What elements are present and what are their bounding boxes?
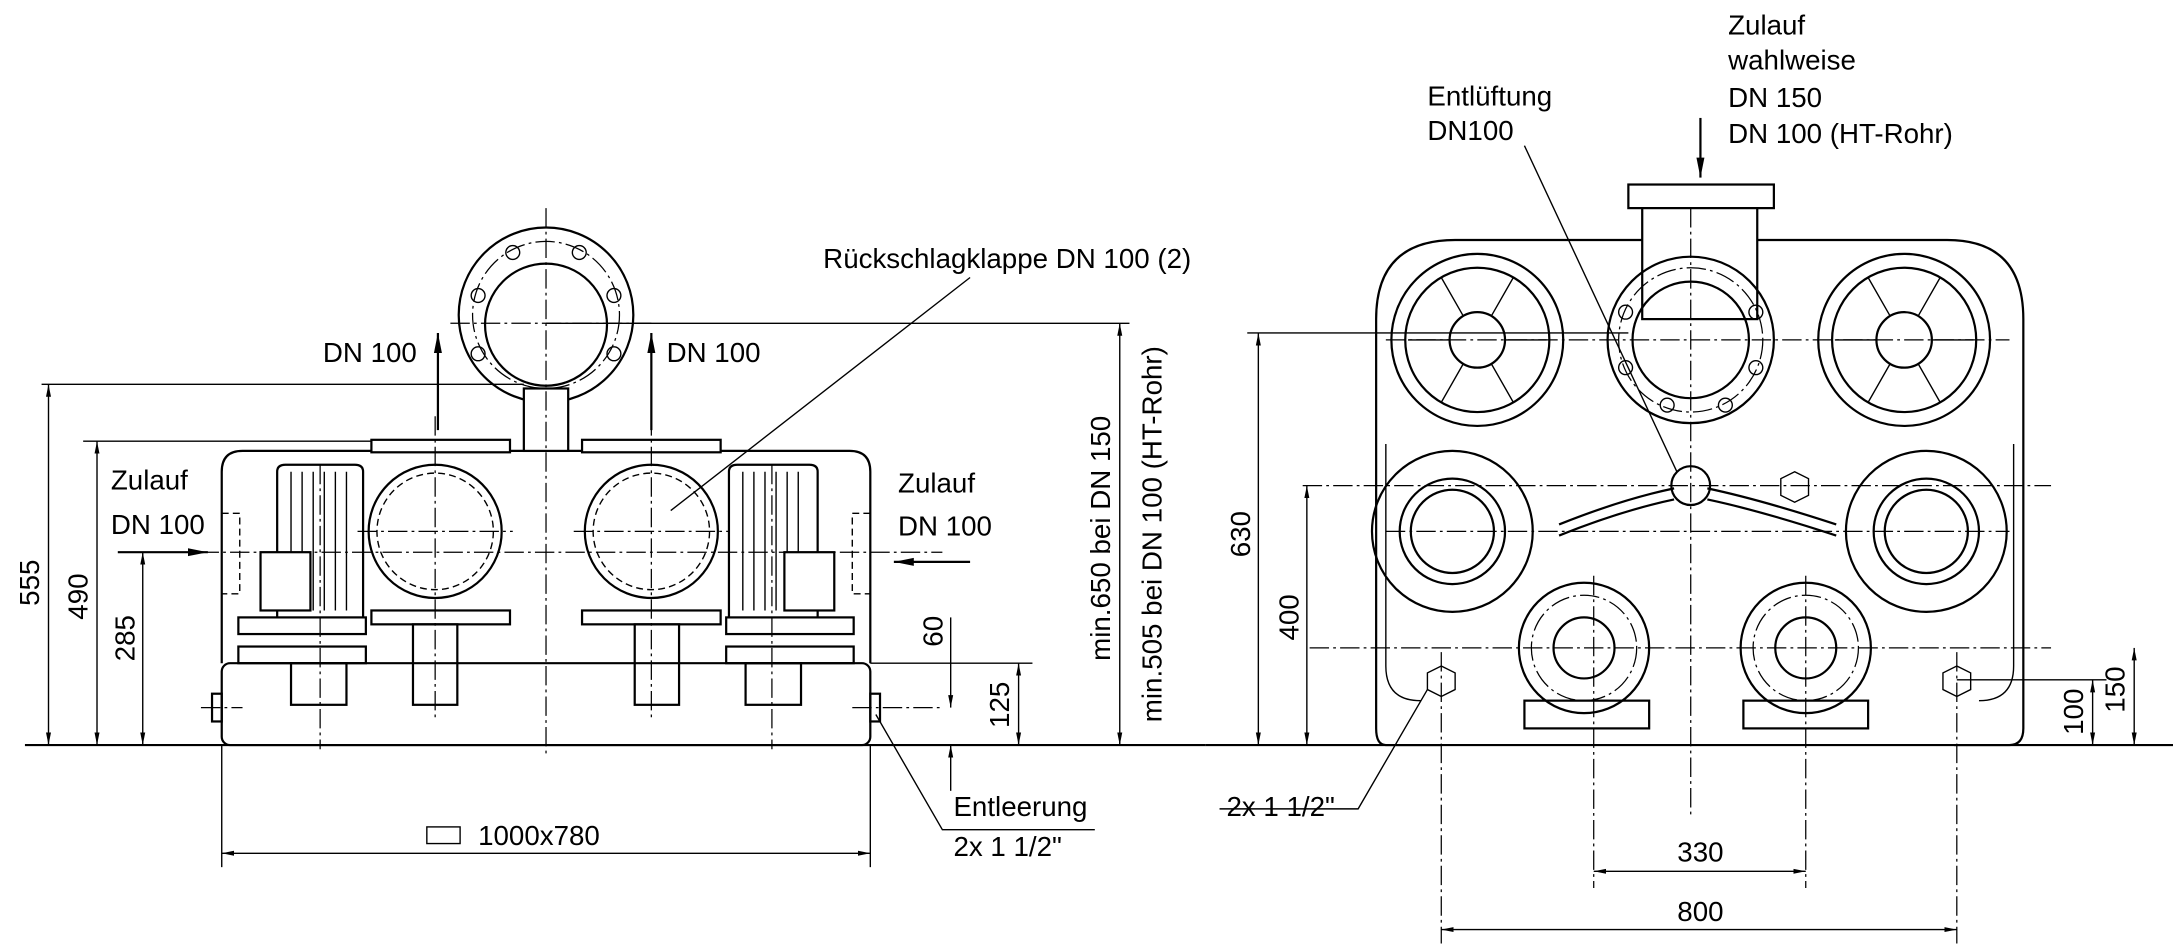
drain-title: Entleerung — [953, 791, 1087, 822]
footprint-label: 1000x780 — [478, 820, 600, 851]
vent-title: Entlüftung — [1427, 80, 1552, 111]
front-dimensions — [41, 276, 1130, 868]
inlet-size-2: DN 100 (HT-Rohr) — [1728, 118, 1953, 149]
front-view: Rückschlagklappe DN 100 (2) DN 100 DN 10… — [14, 208, 1206, 868]
inlet-size-1: DN 150 — [1728, 82, 1822, 113]
inlet-title: Zulauf — [1728, 10, 1805, 41]
inlet-right-size: DN 100 — [898, 511, 992, 542]
dim-330: 330 — [1677, 837, 1723, 868]
dim-630: 630 — [1225, 511, 1256, 557]
side-view: Zulauf wahlweise DN 150 DN 100 (HT-Rohr)… — [1205, 10, 2173, 944]
outlet-right-label: DN 100 — [667, 337, 761, 368]
inlet-left-title: Zulauf — [111, 465, 188, 496]
dim-100: 100 — [2058, 689, 2089, 735]
dim-400: 400 — [1274, 594, 1305, 640]
top-tanks — [1385, 252, 2010, 428]
dim-60: 60 — [917, 616, 948, 647]
check-valve-label: Rückschlagklappe DN 100 (2) — [823, 243, 1191, 274]
inlet-left-size: DN 100 — [111, 509, 205, 540]
vent-size: DN100 — [1427, 115, 1513, 146]
pump-motor-left — [237, 463, 367, 750]
pump-motor-right — [725, 463, 855, 750]
outlet-flange — [450, 208, 652, 757]
dim-800: 800 — [1677, 896, 1723, 927]
inlet-right-title: Zulauf — [898, 468, 975, 499]
dim-555: 555 — [14, 560, 45, 606]
check-valve-right — [573, 416, 729, 722]
inlet-option: wahlweise — [1727, 44, 1856, 75]
pressure-flanges — [1309, 208, 2052, 888]
inlet-flange — [1627, 183, 1775, 210]
drain-size: 2x 1 1/2" — [953, 831, 1061, 862]
dim-150: 150 — [2100, 666, 2131, 712]
side-dimensions — [1247, 332, 2137, 933]
side-drain-size: 2x 1 1/2" — [1226, 791, 1334, 822]
min-height-dn150: min.650 bei DN 150 — [1085, 416, 1116, 661]
min-height-dn100: min.505 bei DN 100 (HT-Rohr) — [1136, 346, 1167, 722]
dim-285: 285 — [109, 615, 140, 661]
dim-490: 490 — [62, 573, 93, 619]
pump-housings — [1302, 449, 2052, 613]
outlet-left-label: DN 100 — [323, 337, 417, 368]
check-valve-left — [357, 416, 513, 722]
dim-125: 125 — [984, 682, 1015, 728]
